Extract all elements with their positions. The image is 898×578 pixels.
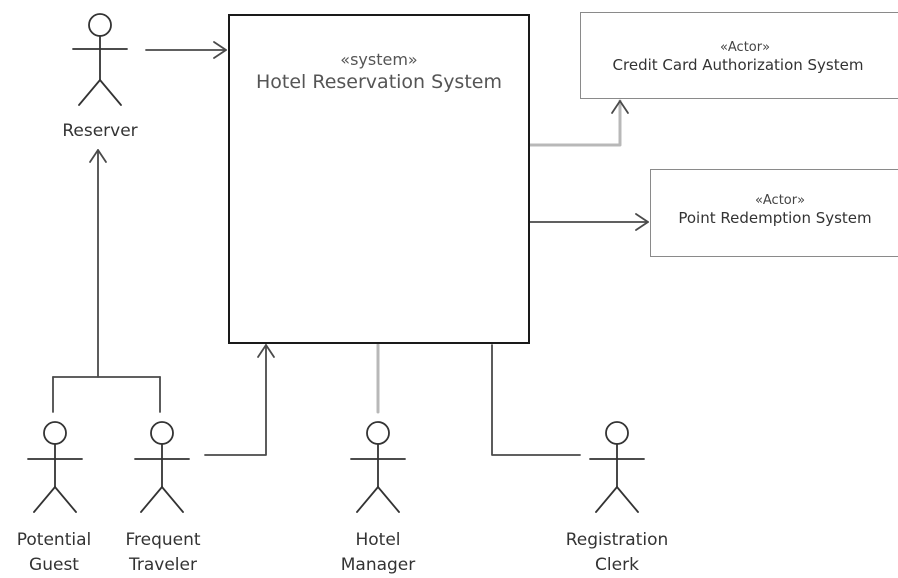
system-to-point-redemption-connector (529, 213, 649, 231)
system-box[interactable]: «system» Hotel Reservation System (228, 14, 530, 344)
frequent-traveler-label-line-1: Frequent (125, 530, 201, 550)
credit-card-system-name: Credit Card Authorization System (612, 56, 864, 74)
reserver-label-text: Reserver (62, 121, 138, 141)
point-redemption-stereotype: «Actor» (754, 193, 806, 208)
frequent-traveler-to-system-connector (204, 344, 275, 456)
registration-clerk-connector (491, 344, 581, 456)
system-name: Hotel Reservation System (256, 71, 502, 93)
credit-card-authorization-system-box[interactable]: «Actor» Credit Card Authorization System (580, 12, 898, 99)
registration-clerk-actor-figure (589, 421, 645, 513)
potential-guest-actor-figure (27, 421, 83, 513)
credit-card-stereotype: «Actor» (719, 40, 771, 55)
generalization-connector (52, 149, 161, 413)
hotel-manager-actor-figure (350, 421, 406, 513)
potential-guest-label-line-1: Potential (16, 530, 92, 550)
registration-clerk-label-line-2: Clerk (595, 555, 639, 575)
frequent-traveler-actor-figure (134, 421, 190, 513)
potential-guest-label-line-2: Guest (29, 555, 79, 575)
point-redemption-system-box[interactable]: «Actor» Point Redemption System (650, 169, 898, 257)
hotel-manager-label-line-1: Hotel (355, 530, 401, 550)
frequent-traveler-label: Frequent Traveler (103, 528, 223, 578)
reserver-actor-figure (72, 13, 128, 106)
hotel-manager-label: Hotel Manager (318, 528, 438, 578)
point-redemption-system-name: Point Redemption System (678, 209, 872, 227)
hotel-manager-label-line-2: Manager (340, 555, 416, 575)
frequent-traveler-label-line-2: Traveler (129, 555, 197, 575)
system-to-credit-card-connector (528, 99, 629, 147)
potential-guest-label: Potential Guest (0, 528, 114, 578)
system-stereotype: «system» (340, 50, 418, 69)
reserver-to-system-connector (145, 41, 227, 59)
registration-clerk-label-line-1: Registration (565, 530, 669, 550)
registration-clerk-label: Registration Clerk (547, 528, 687, 578)
reserver-label: Reserver (40, 119, 160, 144)
